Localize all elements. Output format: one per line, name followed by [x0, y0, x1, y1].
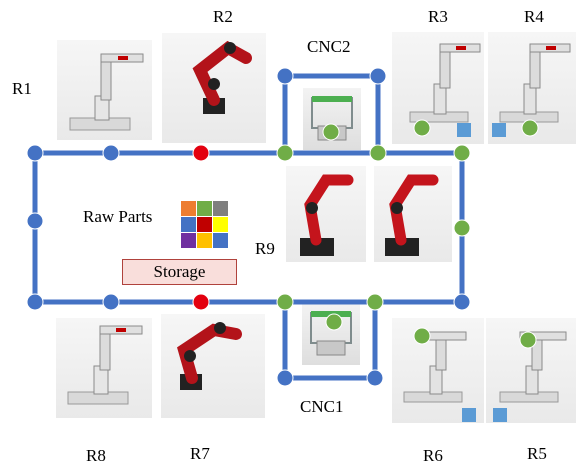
track-cnc1-spur — [282, 302, 378, 381]
raw-parts-label: Raw Parts — [83, 207, 153, 226]
node-green — [366, 293, 384, 311]
node-blue — [276, 67, 294, 85]
robot-arm-r3-icon — [409, 43, 481, 123]
label-r8: R8 — [86, 446, 106, 465]
robot-arm-r5-icon — [499, 331, 567, 403]
robot-arm-r1-icon — [69, 53, 144, 131]
node-green — [276, 293, 294, 311]
robot-arm-r6-icon — [403, 331, 467, 403]
node-blue — [26, 212, 44, 230]
part-square — [457, 123, 471, 137]
node-green — [413, 119, 431, 137]
node-red — [192, 144, 210, 162]
node-green — [276, 144, 294, 162]
robot-arm-r7-icon — [177, 322, 242, 390]
node-green — [322, 123, 340, 141]
node-red — [192, 293, 210, 311]
raw-part-cell — [181, 233, 196, 248]
node-green — [453, 144, 471, 162]
track-nodes — [26, 67, 539, 387]
label-r4: R4 — [524, 7, 544, 26]
node-green — [369, 144, 387, 162]
label-r1: R1 — [12, 79, 32, 98]
track-cnc2-spur — [282, 73, 381, 153]
raw-part-cell — [213, 233, 228, 248]
robot-arm-r4-icon — [499, 43, 571, 123]
label-cnc2: CNC2 — [307, 37, 351, 56]
label-r5: R5 — [527, 444, 547, 463]
raw-part-cell — [181, 201, 196, 216]
node-blue — [102, 144, 120, 162]
node-blue — [366, 369, 384, 387]
raw-part-cell — [213, 201, 228, 216]
label-r6: R6 — [423, 446, 443, 465]
part-square — [462, 408, 476, 422]
robot-arm-r8-icon — [67, 325, 143, 405]
robot-arm-r9-right-icon — [385, 174, 439, 256]
cnc1-machine-icon — [310, 311, 352, 356]
storage-box: Storage — [122, 259, 237, 285]
node-green — [519, 331, 537, 349]
label-r7: R7 — [190, 444, 210, 463]
node-blue — [276, 369, 294, 387]
node-blue — [369, 67, 387, 85]
raw-part-cell — [197, 201, 212, 216]
part-square — [492, 123, 506, 137]
label-r3: R3 — [428, 7, 448, 26]
node-green — [521, 119, 539, 137]
node-blue — [453, 293, 471, 311]
node-green — [325, 313, 343, 331]
raw-part-cell — [197, 233, 212, 248]
label-r2: R2 — [213, 7, 233, 26]
part-square — [493, 408, 507, 422]
raw-part-cell — [181, 217, 196, 232]
label-cnc1: CNC1 — [300, 397, 344, 416]
robot-arm-r2-icon — [192, 40, 252, 114]
node-green — [453, 219, 471, 237]
raw-parts-grid — [181, 201, 228, 248]
raw-part-cell — [197, 217, 212, 232]
raw-part-cell — [213, 217, 228, 232]
part-squares — [457, 123, 507, 422]
robot-arm-r9-left-icon — [300, 174, 354, 256]
label-r9: R9 — [255, 239, 275, 258]
node-blue — [102, 293, 120, 311]
node-green — [413, 327, 431, 345]
node-blue — [26, 293, 44, 311]
node-blue — [26, 144, 44, 162]
